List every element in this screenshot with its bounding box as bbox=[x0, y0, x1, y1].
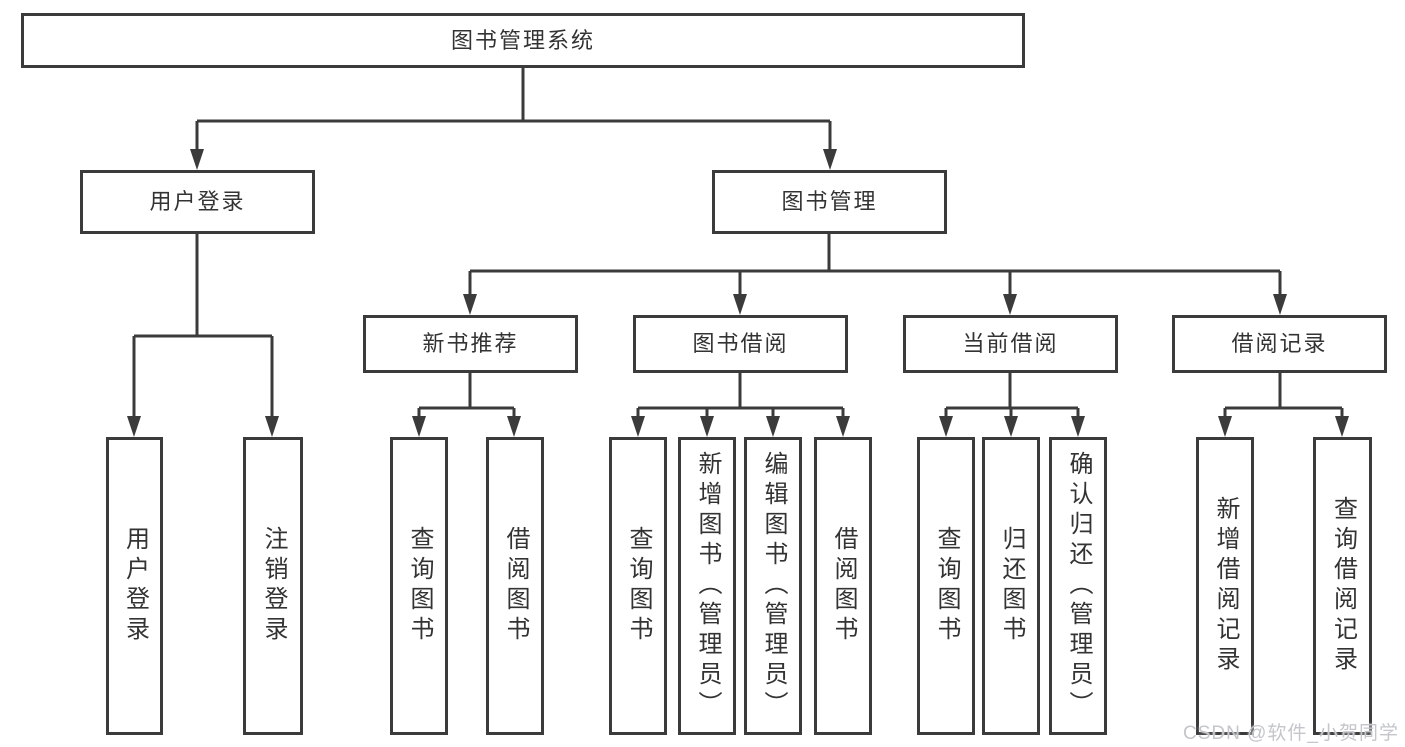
leaf-add-borrow-record: 新增借阅记录 bbox=[1196, 437, 1254, 735]
leaf-borrow-books-recommend-label: 借阅图书 bbox=[502, 526, 529, 646]
csdn-watermark: CSDN @软件_小贺同学 bbox=[1183, 723, 1399, 744]
node-current-borrow-label: 当前借阅 bbox=[962, 331, 1059, 356]
node-new-book-recommend: 新书推荐 bbox=[363, 315, 578, 373]
leaf-query-books-current-label: 查询图书 bbox=[933, 526, 960, 646]
leaf-borrow-books: 借阅图书 bbox=[814, 437, 872, 735]
node-book-management-label: 图书管理 bbox=[781, 189, 878, 214]
leaf-edit-book-admin-label: 编辑图书（管理员） bbox=[760, 451, 787, 721]
arrowheads bbox=[127, 149, 1349, 437]
leaf-add-borrow-record-label: 新增借阅记录 bbox=[1212, 496, 1239, 676]
node-borrow-records: 借阅记录 bbox=[1172, 315, 1387, 373]
leaf-add-book-admin-label: 新增图书（管理员） bbox=[694, 451, 721, 721]
leaf-query-books-borrow: 查询图书 bbox=[609, 437, 667, 735]
leaf-query-books-current: 查询图书 bbox=[917, 437, 975, 735]
leaf-user-login-label: 用户登录 bbox=[121, 526, 149, 646]
node-user-login: 用户登录 bbox=[80, 170, 315, 234]
leaf-logout: 注销登录 bbox=[243, 437, 303, 735]
leaf-logout-label: 注销登录 bbox=[260, 526, 287, 646]
leaf-query-books-recommend: 查询图书 bbox=[390, 437, 448, 735]
leaf-return-books: 归还图书 bbox=[982, 437, 1040, 735]
node-book-borrow: 图书借阅 bbox=[633, 315, 848, 373]
node-root: 图书管理系统 bbox=[21, 13, 1025, 68]
node-book-management: 图书管理 bbox=[712, 170, 947, 234]
node-new-book-recommend-label: 新书推荐 bbox=[422, 331, 519, 356]
leaf-confirm-return-admin-label: 确认归还（管理员） bbox=[1065, 451, 1092, 721]
node-current-borrow: 当前借阅 bbox=[903, 315, 1118, 373]
leaf-query-borrow-record: 查询借阅记录 bbox=[1313, 437, 1372, 735]
node-borrow-records-label: 借阅记录 bbox=[1231, 331, 1328, 356]
leaf-edit-book-admin: 编辑图书（管理员） bbox=[744, 437, 802, 735]
leaf-query-borrow-record-label: 查询借阅记录 bbox=[1329, 496, 1357, 676]
node-root-label: 图书管理系统 bbox=[450, 27, 595, 53]
leaf-query-books-recommend-label: 查询图书 bbox=[406, 526, 433, 646]
leaf-user-login: 用户登录 bbox=[106, 437, 163, 735]
node-user-login-label: 用户登录 bbox=[149, 189, 246, 214]
leaf-borrow-books-recommend: 借阅图书 bbox=[486, 437, 544, 735]
leaf-query-books-borrow-label: 查询图书 bbox=[625, 526, 652, 646]
leaf-return-books-label: 归还图书 bbox=[998, 526, 1025, 646]
node-book-borrow-label: 图书借阅 bbox=[692, 331, 789, 356]
leaf-borrow-books-label: 借阅图书 bbox=[830, 526, 857, 646]
leaf-confirm-return-admin: 确认归还（管理员） bbox=[1049, 437, 1107, 735]
leaf-add-book-admin: 新增图书（管理员） bbox=[678, 437, 736, 735]
